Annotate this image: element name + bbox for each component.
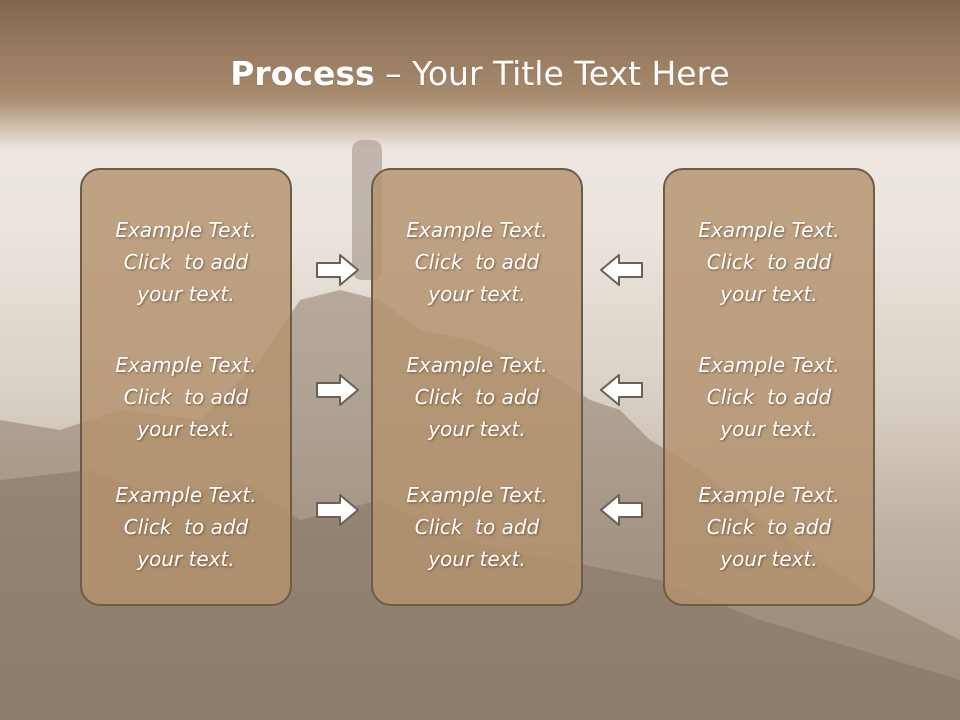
text-line: your text. (137, 547, 235, 571)
title-bar (0, 0, 960, 150)
text-line: your text. (137, 417, 235, 441)
middle-panel[interactable]: Example Text. Click to add your text. Ex… (371, 168, 583, 606)
title-rest: – Your Title Text Here (374, 54, 730, 93)
text-line: Example Text. (698, 353, 840, 377)
text-line: Example Text. (698, 483, 840, 507)
text-line: your text. (720, 282, 818, 306)
text-block[interactable]: Example Text. Click to add your text. (82, 349, 290, 445)
text-line: your text. (428, 547, 526, 571)
left-arrow-icon (600, 374, 643, 406)
text-line: Example Text. (406, 353, 548, 377)
text-line: Click to add (706, 385, 832, 409)
text-block[interactable]: Example Text. Click to add your text. (82, 214, 290, 310)
right-arrow-icon (316, 254, 359, 286)
text-line: Click to add (123, 250, 249, 274)
text-line: Example Text. (115, 353, 257, 377)
text-block[interactable]: Example Text. Click to add your text. (373, 479, 581, 575)
text-line: Click to add (706, 515, 832, 539)
text-line: Click to add (414, 250, 540, 274)
text-line: Click to add (414, 385, 540, 409)
text-block[interactable]: Example Text. Click to add your text. (82, 479, 290, 575)
text-line: your text. (428, 282, 526, 306)
text-line: Click to add (706, 250, 832, 274)
slide-title[interactable]: Process – Your Title Text Here (0, 52, 960, 96)
text-line: Example Text. (406, 483, 548, 507)
text-line: Example Text. (115, 218, 257, 242)
text-block[interactable]: Example Text. Click to add your text. (665, 479, 873, 575)
left-arrow-icon (600, 254, 643, 286)
text-line: your text. (428, 417, 526, 441)
left-panel[interactable]: Example Text. Click to add your text. Ex… (80, 168, 292, 606)
text-block[interactable]: Example Text. Click to add your text. (665, 349, 873, 445)
title-bold: Process (230, 54, 375, 93)
text-line: your text. (720, 547, 818, 571)
text-block[interactable]: Example Text. Click to add your text. (373, 349, 581, 445)
text-line: your text. (720, 417, 818, 441)
left-arrow-icon (600, 494, 643, 526)
text-line: Example Text. (406, 218, 548, 242)
text-block[interactable]: Example Text. Click to add your text. (373, 214, 581, 310)
right-panel[interactable]: Example Text. Click to add your text. Ex… (663, 168, 875, 606)
text-line: Example Text. (698, 218, 840, 242)
text-block[interactable]: Example Text. Click to add your text. (665, 214, 873, 310)
text-line: Click to add (414, 515, 540, 539)
text-line: Click to add (123, 385, 249, 409)
right-arrow-icon (316, 494, 359, 526)
text-line: your text. (137, 282, 235, 306)
text-line: Click to add (123, 515, 249, 539)
right-arrow-icon (316, 374, 359, 406)
text-line: Example Text. (115, 483, 257, 507)
